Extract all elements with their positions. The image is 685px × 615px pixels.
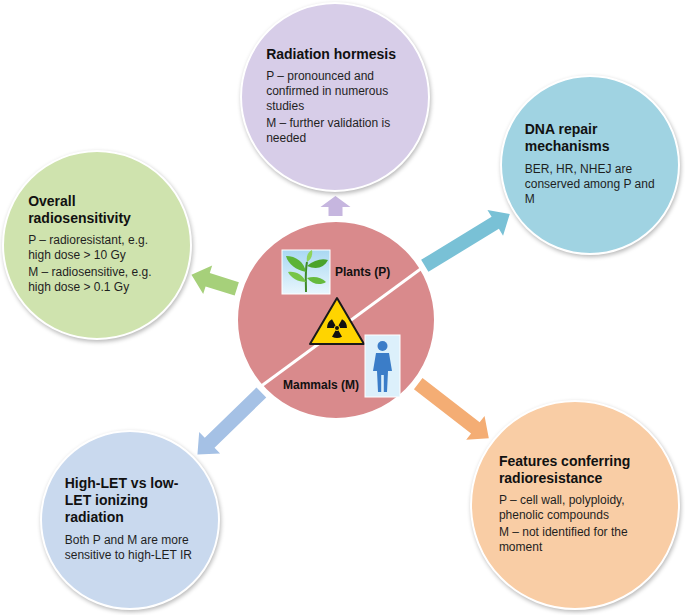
circle-heading: Radiation hormesis bbox=[266, 46, 404, 63]
circle-text: Radiation hormesis P – pronounced and con… bbox=[266, 46, 404, 149]
block-arrow bbox=[414, 378, 489, 440]
circle-body: M – further validation is needed bbox=[266, 116, 404, 146]
group-label: Mammals (M) bbox=[283, 378, 359, 392]
plant-picture bbox=[282, 250, 330, 294]
block-arrow bbox=[421, 210, 510, 272]
topic-circle: Radiation hormesis P – pronounced and con… bbox=[240, 2, 430, 192]
center-circle bbox=[237, 221, 435, 419]
circle-heading: High-LET vs low-LET ionizing radiation bbox=[65, 475, 196, 525]
group-label: Plants (P) bbox=[335, 265, 390, 279]
circle-body: P – radioresistant, e.g. high dose > 10 … bbox=[28, 233, 166, 263]
topic-circle: Overall radiosensitivity P – radioresista… bbox=[2, 150, 192, 340]
circle-body: M – not identified for the moment bbox=[499, 525, 651, 555]
circle-text: DNA repair mechanismsBER, HR, NHEJ are c… bbox=[525, 121, 656, 209]
circle-text: High-LET vs low-LET ionizing radiationBo… bbox=[65, 475, 196, 564]
block-arrow bbox=[197, 387, 266, 454]
radiation-symbol bbox=[310, 298, 364, 344]
circle-text: Features conferring radioresistance P – c… bbox=[499, 453, 651, 558]
circle-heading: Overall radiosensitivity bbox=[28, 193, 166, 227]
topic-circle: Features conferring radioresistance P – c… bbox=[470, 400, 680, 610]
circle-body: M – radiosensitive, e.g. high dose > 0.1… bbox=[28, 265, 166, 295]
divider-line bbox=[236, 254, 436, 405]
center-circle-node: Plants (P) Mammals (M) bbox=[236, 220, 436, 420]
circle-body: P – pronounced and confirmed in numerous… bbox=[266, 69, 404, 114]
block-arrow bbox=[191, 265, 238, 295]
circle-body: BER, HR, NHEJ are conserved among P and … bbox=[525, 162, 656, 207]
block-arrow bbox=[320, 196, 350, 216]
circle-text: Overall radiosensitivity P – radioresista… bbox=[28, 193, 166, 298]
circle-heading: Features conferring radioresistance bbox=[499, 453, 651, 487]
topic-circle: High-LET vs low-LET ionizing radiationBo… bbox=[40, 430, 220, 610]
circle-body: Both P and M are more sensitive to high-… bbox=[65, 533, 196, 563]
circle-heading: DNA repair mechanisms bbox=[525, 121, 656, 155]
topic-circle: DNA repair mechanismsBER, HR, NHEJ are c… bbox=[500, 75, 680, 255]
human-picture bbox=[365, 335, 400, 397]
circle-body: P – cell wall, polyploidy, phenolic comp… bbox=[499, 493, 651, 523]
